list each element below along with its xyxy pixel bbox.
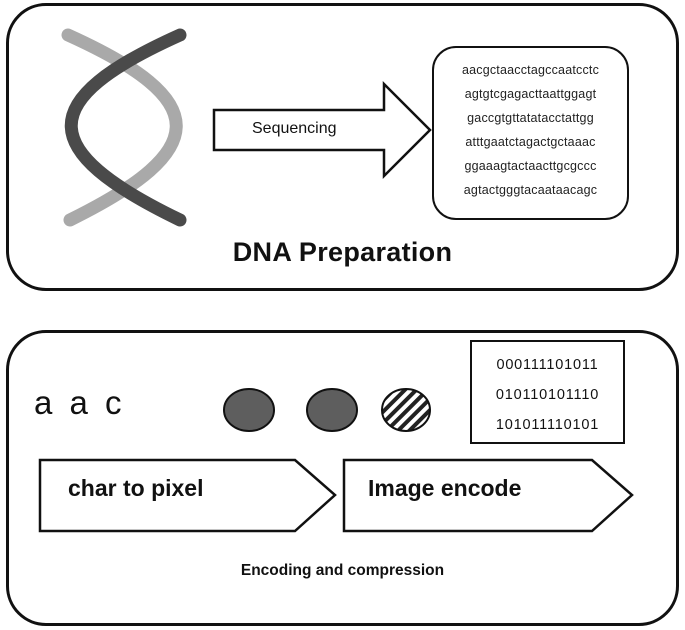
binary-line: 010110101110: [495, 387, 600, 403]
sequence-line: agtgtcgagacttaattggagt: [464, 87, 597, 101]
pixel-circle-striped: [381, 388, 431, 432]
binary-box: 000111101011 010110101110 101011110101: [470, 340, 625, 444]
helix-strand-dark: [64, 28, 187, 227]
binary-line: 000111101011: [496, 357, 599, 373]
image-encode-arrow: [342, 458, 634, 533]
sequencing-label: Sequencing: [252, 120, 337, 137]
char-to-pixel-label: char to pixel: [68, 475, 204, 501]
sequence-line: agtactgggtacaataacagc: [463, 183, 598, 197]
pixel-circle-dark-2: [306, 388, 358, 432]
sequence-line: gaccgtgttatatacctattgg: [467, 111, 594, 125]
sequencing-arrow: [212, 80, 432, 180]
binary-line: 101011110101: [495, 417, 600, 433]
encoding-compression-title: Encoding and compression: [240, 562, 445, 579]
dna-helix-icon: [61, 28, 187, 227]
sequence-line: aacgctaacctagccaatcctc: [461, 63, 600, 77]
pixel-circle-dark-1: [223, 388, 275, 432]
sequence-box: aacgctaacctagccaatcctc agtgtcgagacttaatt…: [432, 46, 629, 220]
sequence-line: ggaaagtactaacttgcgccc: [464, 159, 597, 173]
dna-preparation-title: DNA Preparation: [232, 237, 453, 267]
char-to-pixel-arrow: [38, 458, 337, 533]
image-encode-label: Image encode: [368, 475, 522, 501]
sequence-line: atttgaatctagactgctaaac: [465, 135, 596, 149]
input-characters: a a c: [34, 384, 126, 421]
